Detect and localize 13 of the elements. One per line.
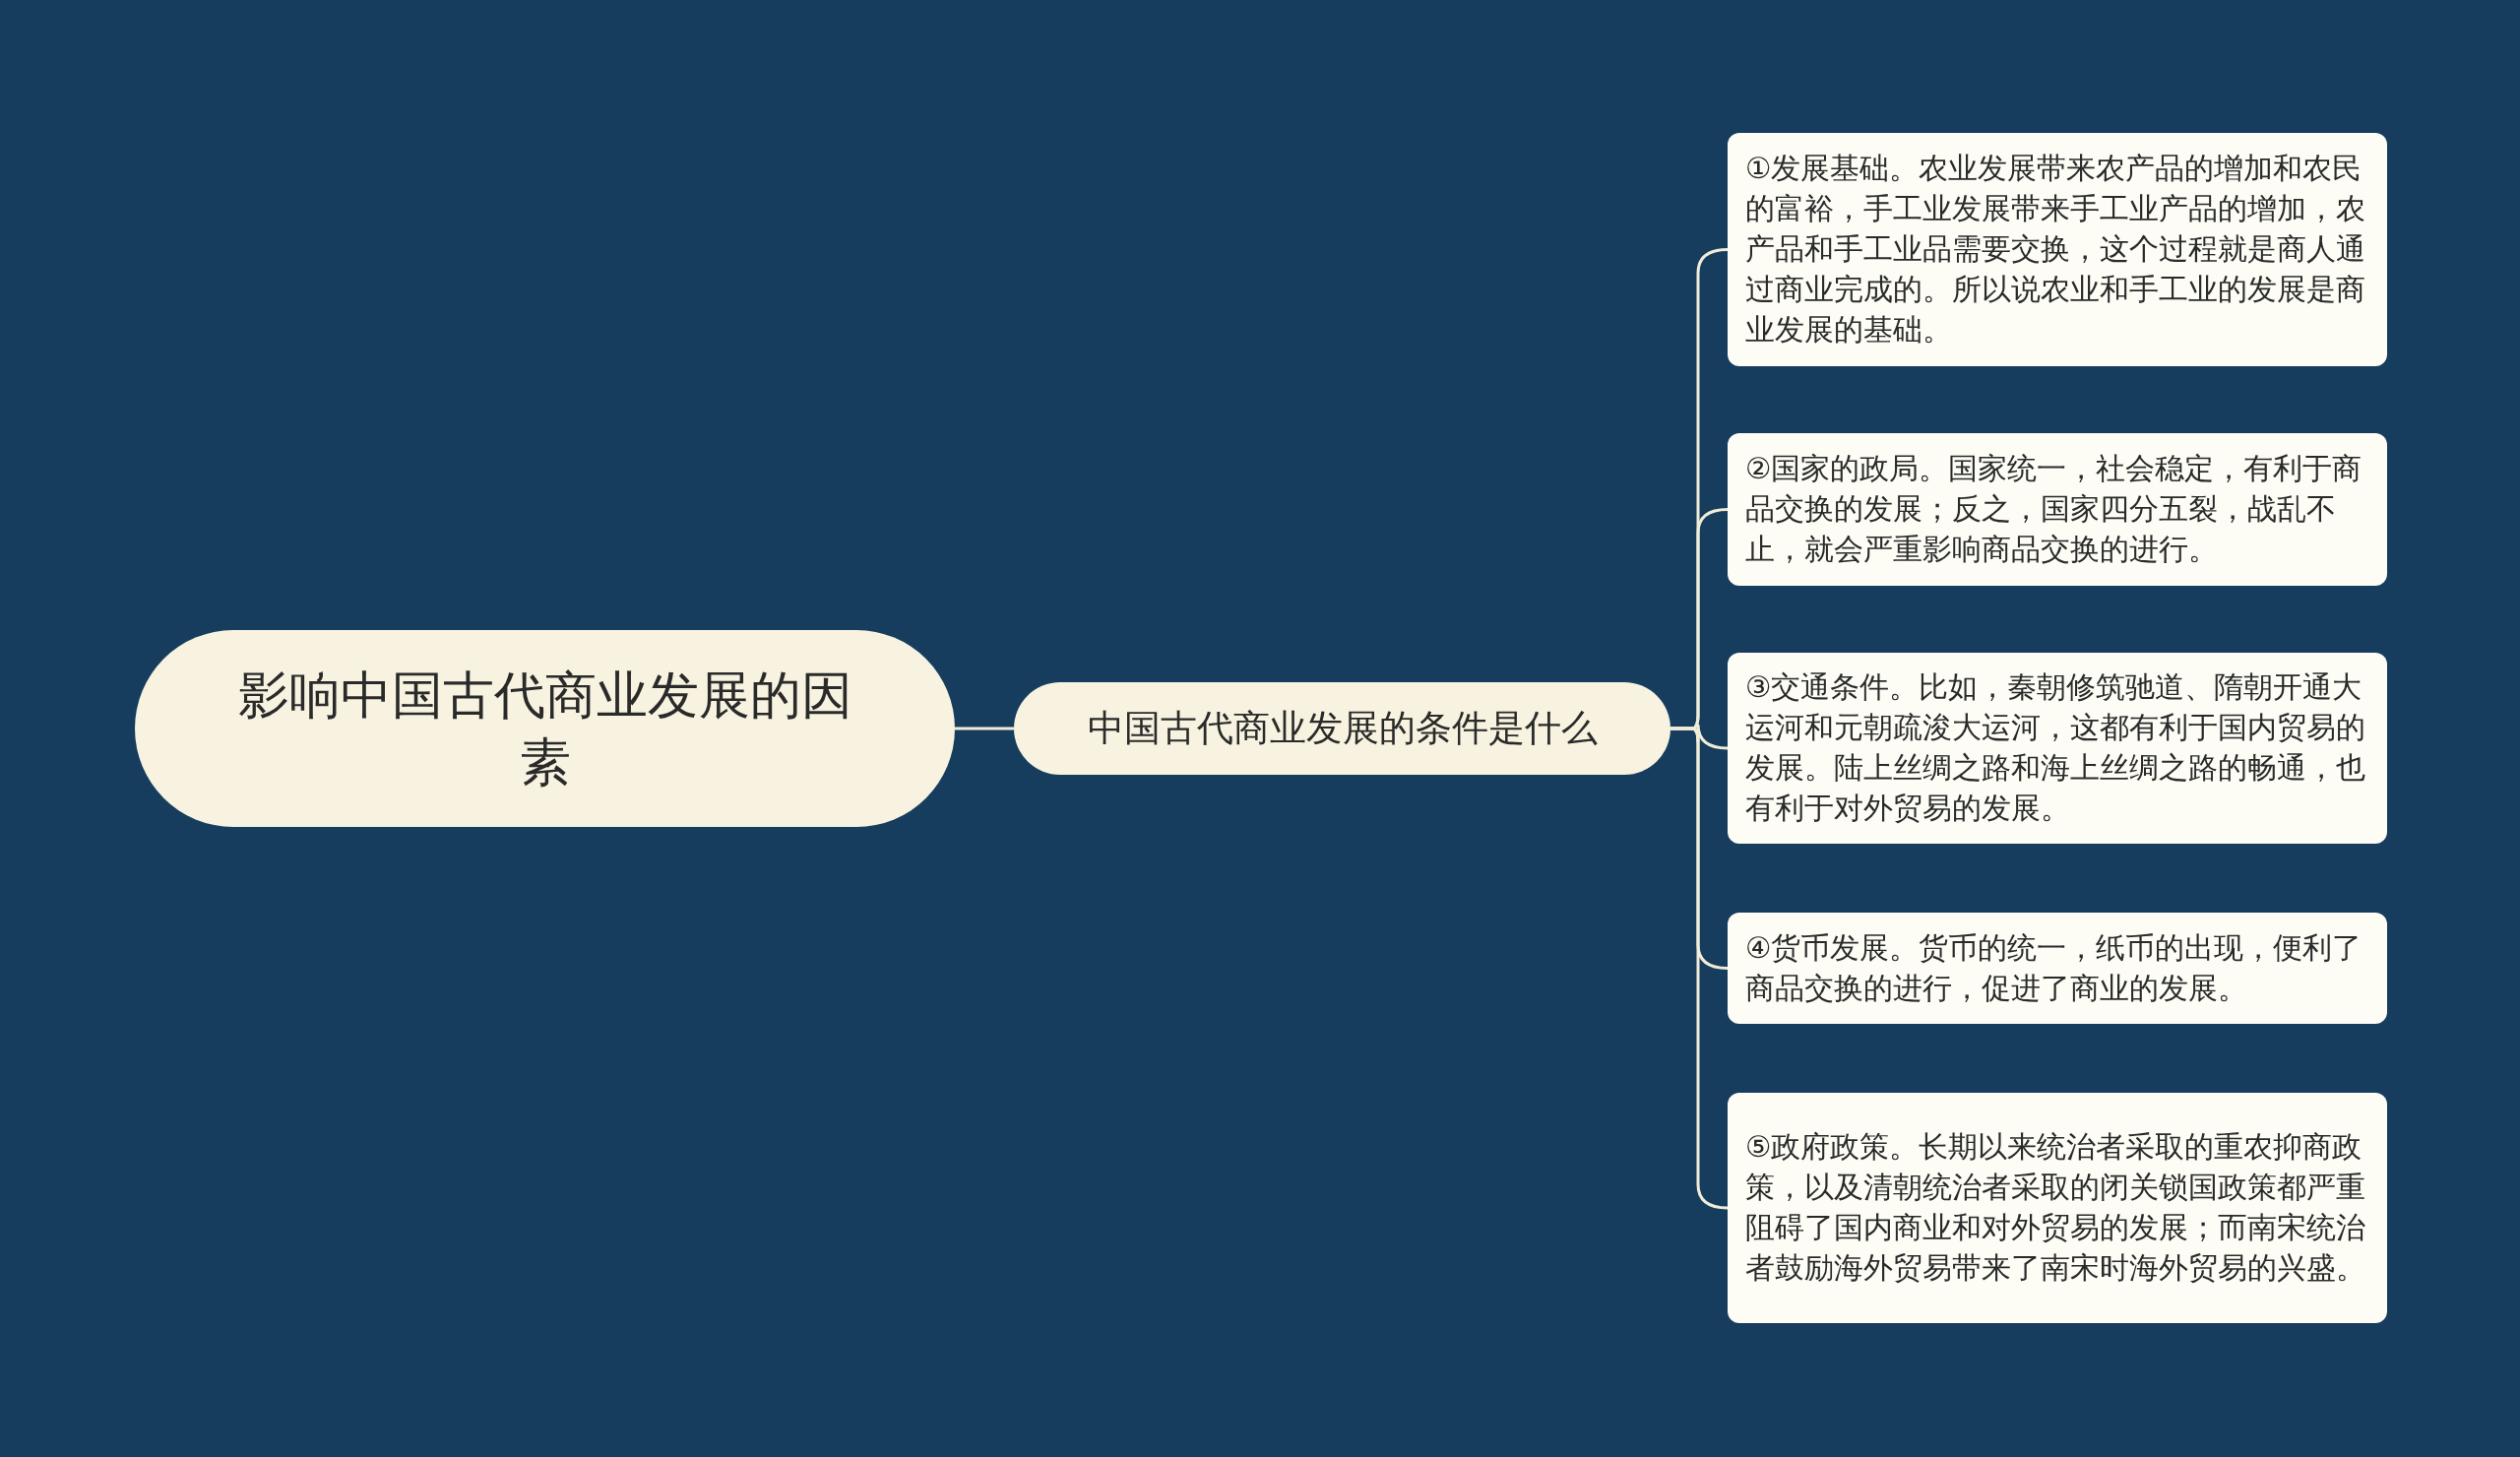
text-card <box>1728 433 2387 586</box>
text-card <box>1728 653 2387 844</box>
node-text: 中国古代商业发展的条件是什么 <box>1087 706 1598 751</box>
node-text: 影响中国古代商业发展的因素 <box>236 665 853 793</box>
node-text: ⑤政府政策。长期以来统治者采取的重农抑商政策，以及清朝统治者采取的闭关锁国政策都严重阻碍了国内商业和对外贸易的发展；而南宋统治者鼓励海外贸易带来了南宋时海外贸易的兴盛。 <box>1745 1129 2366 1287</box>
connector-line <box>955 727 1014 730</box>
text-card <box>1728 1093 2387 1323</box>
node-text: ③交通条件。比如，秦朝修筑驰道、隋朝开通大运河和元朝疏浚大运河，这都有利于国内贸易的发展。陆上丝绸之路和海上丝绸之路的畅通，也有利于对外贸易的发展。 <box>1745 669 2366 827</box>
text-card <box>1728 133 2387 366</box>
node-text: ②国家的政局。国家统一，社会稳定，有利于商品交换的发展；反之，国家四分五裂，战乱不止，就会严重影响商品交换的进行。 <box>1745 451 2363 568</box>
text-card <box>1728 913 2387 1024</box>
node-text: ①发展基础。农业发展带来农产品的增加和农民的富裕，手工业发展带来手工业产品的增加，农产品和手工业品需要交换，这个过程就是商人通过商业完成的。所以说农业和手工业的发展是商业发展的基础。 <box>1745 151 2366 348</box>
node-text: ④货币发展。货币的统一，纸币的出现，便利了商品交换的进行，促进了商业的发展。 <box>1745 929 2363 1007</box>
